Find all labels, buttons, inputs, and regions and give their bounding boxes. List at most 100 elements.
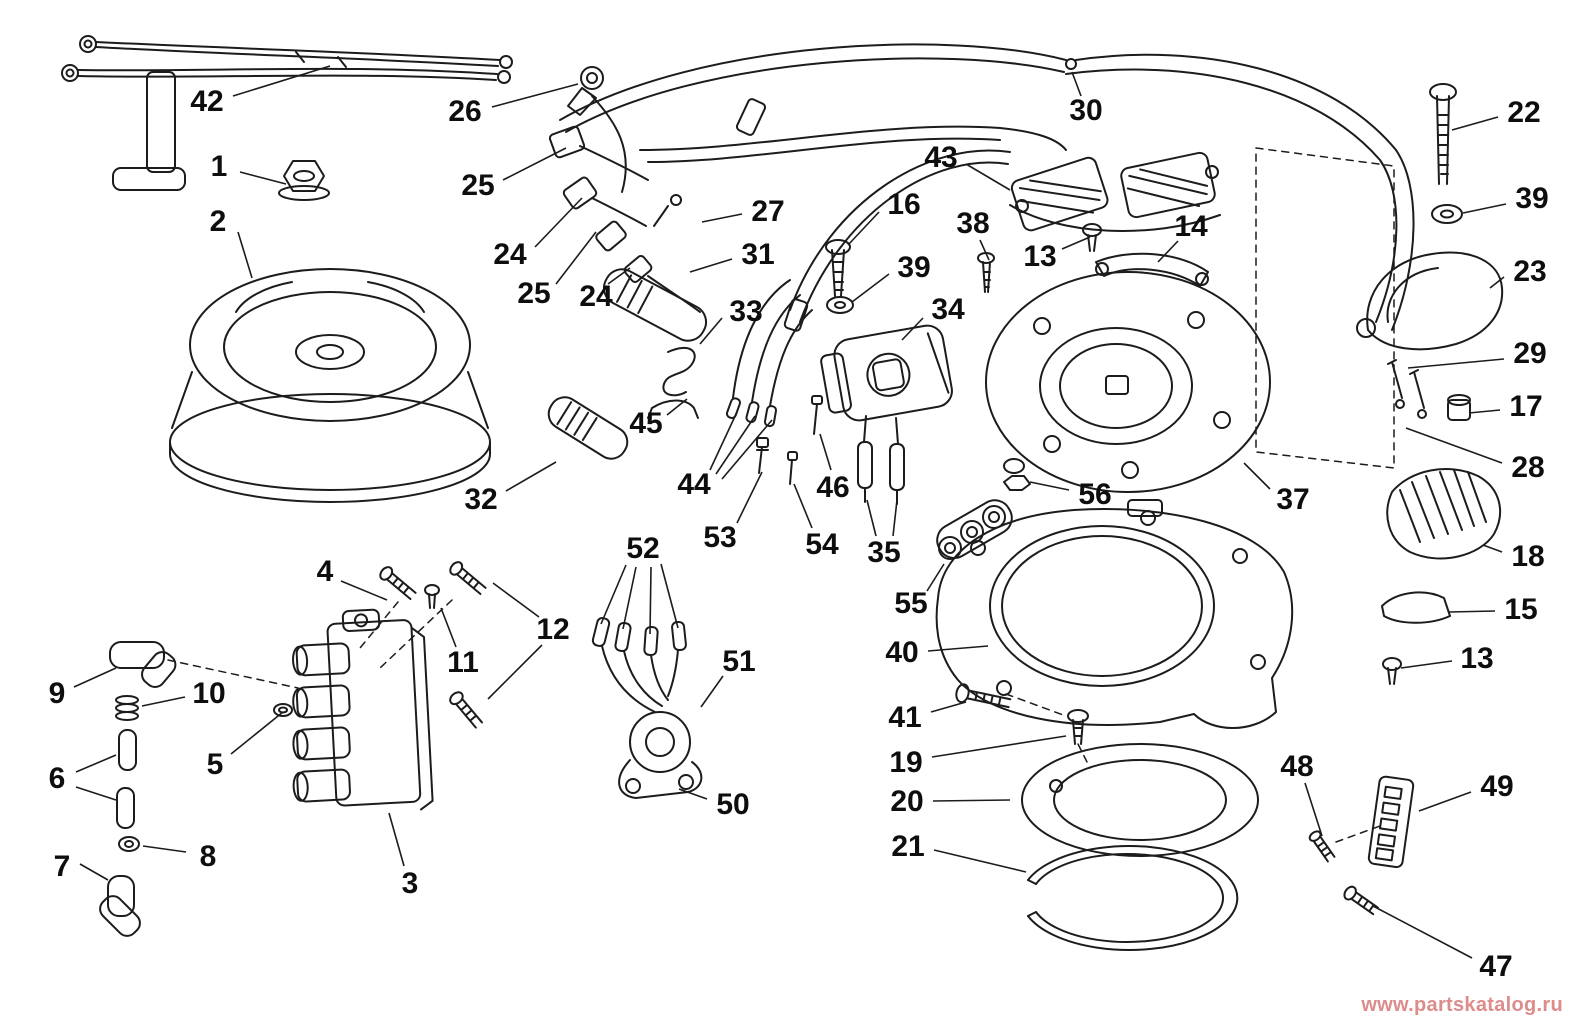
leader-line [847, 211, 880, 246]
part-callout-21: 21 [891, 830, 925, 863]
part-callout-17: 17 [1509, 390, 1543, 423]
armature-plate37-art [985, 271, 1271, 493]
part-callout-22: 22 [1507, 96, 1541, 129]
leader-line [1448, 610, 1496, 613]
harness-art [559, 43, 1415, 332]
part-callout-55: 55 [894, 587, 928, 620]
leader-line [819, 433, 832, 471]
leader-line [388, 812, 405, 867]
leader-line [649, 566, 652, 635]
part-callout-37: 37 [1276, 483, 1310, 516]
part-callout-4: 4 [316, 555, 334, 588]
part-callout-34: 34 [931, 293, 965, 326]
leader-line [440, 607, 457, 648]
leader-line [492, 582, 540, 618]
part-callout-9: 9 [48, 677, 66, 710]
leader-line [491, 83, 579, 108]
part-callout-39: 39 [1515, 182, 1549, 215]
part-callout-11: 11 [447, 646, 479, 679]
part-callout-25: 25 [461, 169, 495, 202]
leader-line [892, 499, 898, 537]
leader-line [1482, 544, 1503, 553]
part-callout-8: 8 [199, 840, 217, 873]
follower15-art [1381, 591, 1451, 624]
part-callout-30: 30 [1069, 94, 1103, 127]
support-plate40-art [935, 499, 1294, 729]
part-callout-7: 7 [53, 850, 71, 883]
cable-assembly-art [61, 35, 513, 191]
leader-line [79, 863, 109, 881]
lead-wires44-art [725, 279, 813, 428]
leader-line [927, 645, 989, 652]
leader-line [660, 563, 679, 629]
screw22-art [1429, 83, 1457, 185]
leader-line [736, 471, 763, 524]
part-callout-35: 35 [867, 536, 901, 569]
screw19-art [1067, 709, 1089, 745]
leader-line [232, 65, 331, 97]
part-callout-6: 6 [48, 762, 66, 795]
coil32-art [547, 396, 629, 460]
leader-line [1061, 236, 1091, 250]
cover23-art [1356, 251, 1504, 351]
leader-line [709, 411, 738, 471]
bracket14-art [1095, 252, 1209, 287]
part-callout-24: 24 [493, 238, 527, 271]
part-callout-25: 25 [517, 277, 551, 310]
tubes6-art [116, 729, 137, 829]
part-callout-50: 50 [716, 788, 750, 821]
leader-line [1407, 358, 1505, 369]
part-callout-16: 16 [887, 188, 921, 221]
leader-line [699, 317, 723, 345]
alignment-lines-art [167, 147, 1395, 843]
leader-line [1304, 782, 1323, 837]
part-callout-44: 44 [677, 468, 711, 501]
leader-line [926, 563, 945, 592]
part-callout-13: 13 [1460, 642, 1494, 675]
leader-line [75, 754, 117, 773]
screw48-art [1308, 830, 1336, 863]
leader-line [932, 799, 1011, 802]
part-callout-53: 53 [703, 521, 737, 554]
leader-line [142, 845, 187, 853]
leader-line [239, 171, 287, 185]
ferrule8-art [118, 836, 140, 852]
spring10-art [115, 695, 139, 721]
part-callout-33: 33 [729, 295, 763, 328]
leader-line [1400, 660, 1453, 669]
part-callout-43: 43 [924, 141, 958, 174]
leader-line [505, 461, 557, 492]
part-callout-38: 38 [956, 207, 990, 240]
leader-line [979, 239, 990, 261]
pins28-29-art [1387, 359, 1427, 419]
trigger-art [591, 617, 703, 799]
clamp33-art [662, 346, 696, 397]
part-callout-29: 29 [1513, 337, 1547, 370]
screws-4-11-12-art [273, 561, 487, 729]
leader-line [1489, 276, 1505, 289]
leader-line [1451, 116, 1499, 131]
part-callout-48: 48 [1280, 750, 1314, 783]
part-callout-13: 13 [1023, 240, 1057, 273]
leader-line [793, 483, 813, 529]
leader-line [715, 415, 756, 475]
leader-line [700, 675, 724, 708]
leader-line [930, 701, 967, 713]
part-callout-49: 49 [1480, 770, 1514, 803]
part-callout-52: 52 [626, 532, 660, 565]
leader-line [73, 667, 117, 688]
part-callout-10: 10 [192, 677, 226, 710]
part-callout-45: 45 [629, 407, 663, 440]
part-callout-56: 56 [1078, 478, 1112, 511]
leader-line [230, 711, 284, 755]
leader-line [600, 564, 627, 625]
part-callout-51: 51 [722, 645, 756, 678]
leader-line [141, 696, 186, 707]
flywheel-art [169, 268, 491, 503]
part-callout-47: 47 [1479, 950, 1513, 983]
leader-line [901, 317, 924, 341]
part-callout-12: 12 [536, 613, 570, 646]
leader-line [678, 788, 708, 800]
leader-line [689, 258, 733, 273]
